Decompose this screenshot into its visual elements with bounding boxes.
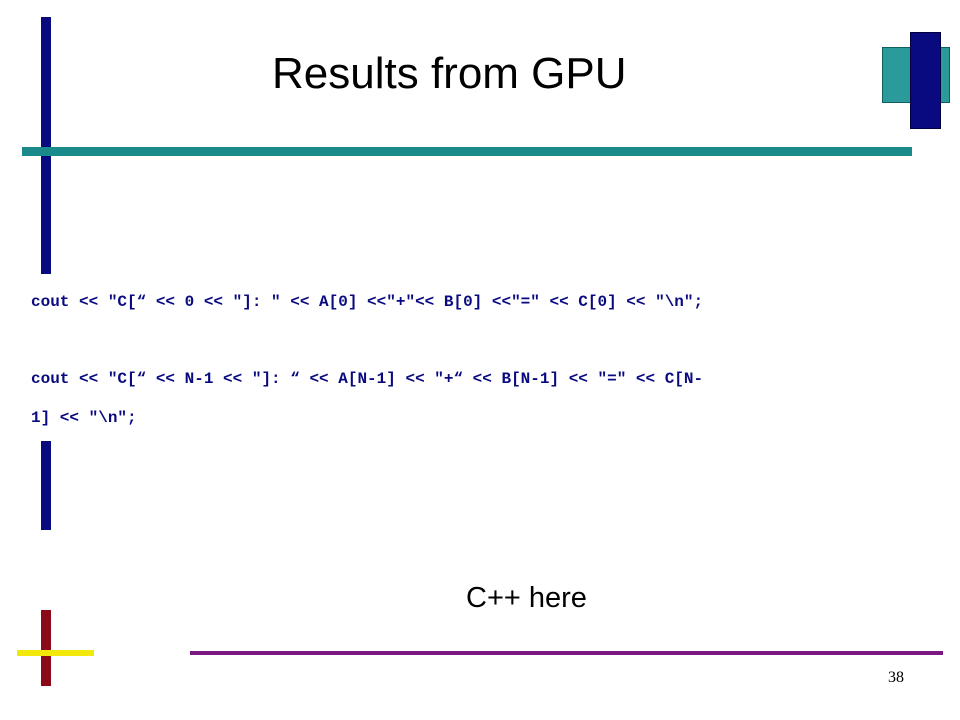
decorative-yellow-bar <box>17 650 94 656</box>
title-underline-bar <box>22 147 912 156</box>
left-vertical-bar-top <box>41 17 51 274</box>
code-line: cout << "C[“ << 0 << "]: " << A[0] <<"+"… <box>31 293 704 311</box>
code-line: cout << "C[“ << N-1 << "]: “ << A[N-1] <… <box>31 370 704 388</box>
slide-title: Results from GPU <box>272 49 627 98</box>
caption-text: C++ here <box>466 582 587 614</box>
footer-divider-bar <box>190 651 943 655</box>
decorative-navy-rectangle <box>910 32 941 129</box>
page-number: 38 <box>888 669 904 686</box>
code-line: 1] << "\n"; <box>31 409 137 427</box>
left-vertical-bar-bottom <box>41 610 51 686</box>
left-vertical-bar-middle <box>41 441 51 530</box>
